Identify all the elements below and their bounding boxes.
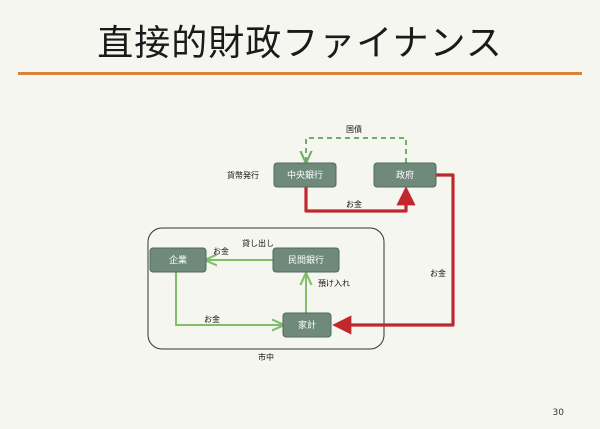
deposit-label: 預け入れ — [318, 279, 350, 288]
gov-bonds-label: 国債 — [346, 124, 362, 134]
money-company-to-household-label: お金 — [204, 314, 220, 324]
node-private-bank-label: 民間銀行 — [288, 254, 324, 266]
node-private-bank: 民間銀行 — [272, 247, 340, 273]
page-number: 30 — [552, 408, 564, 418]
title-underline — [18, 72, 582, 75]
slide-title: 直接的財政ファイナンス — [97, 23, 503, 64]
node-central-bank-label: 中央銀行 — [287, 169, 323, 181]
node-household: 家計 — [282, 312, 332, 338]
node-household-label: 家計 — [298, 319, 316, 331]
money-gov-to-household-arrow — [332, 173, 455, 335]
node-government-label: 政府 — [396, 169, 414, 181]
money-bank-to-company-label: お金 — [213, 246, 229, 256]
lending-label: 貸し出し — [242, 238, 274, 248]
node-central-bank: 中央銀行 — [273, 162, 337, 188]
currency-issue-label: 貨幣発行 — [227, 170, 259, 180]
market-group-label: 市中 — [258, 352, 274, 362]
node-government: 政府 — [373, 162, 437, 188]
market-group-box — [147, 227, 385, 350]
node-company-label: 企業 — [169, 254, 187, 266]
gov-bonds-arrow — [306, 137, 407, 163]
money-company-to-household-arrow — [175, 272, 283, 325]
money-cb-to-gov-arrow — [304, 186, 416, 213]
money-cb-to-gov-label: お金 — [346, 199, 362, 209]
node-company: 企業 — [149, 247, 207, 273]
money-gov-to-household-label: お金 — [430, 268, 446, 278]
